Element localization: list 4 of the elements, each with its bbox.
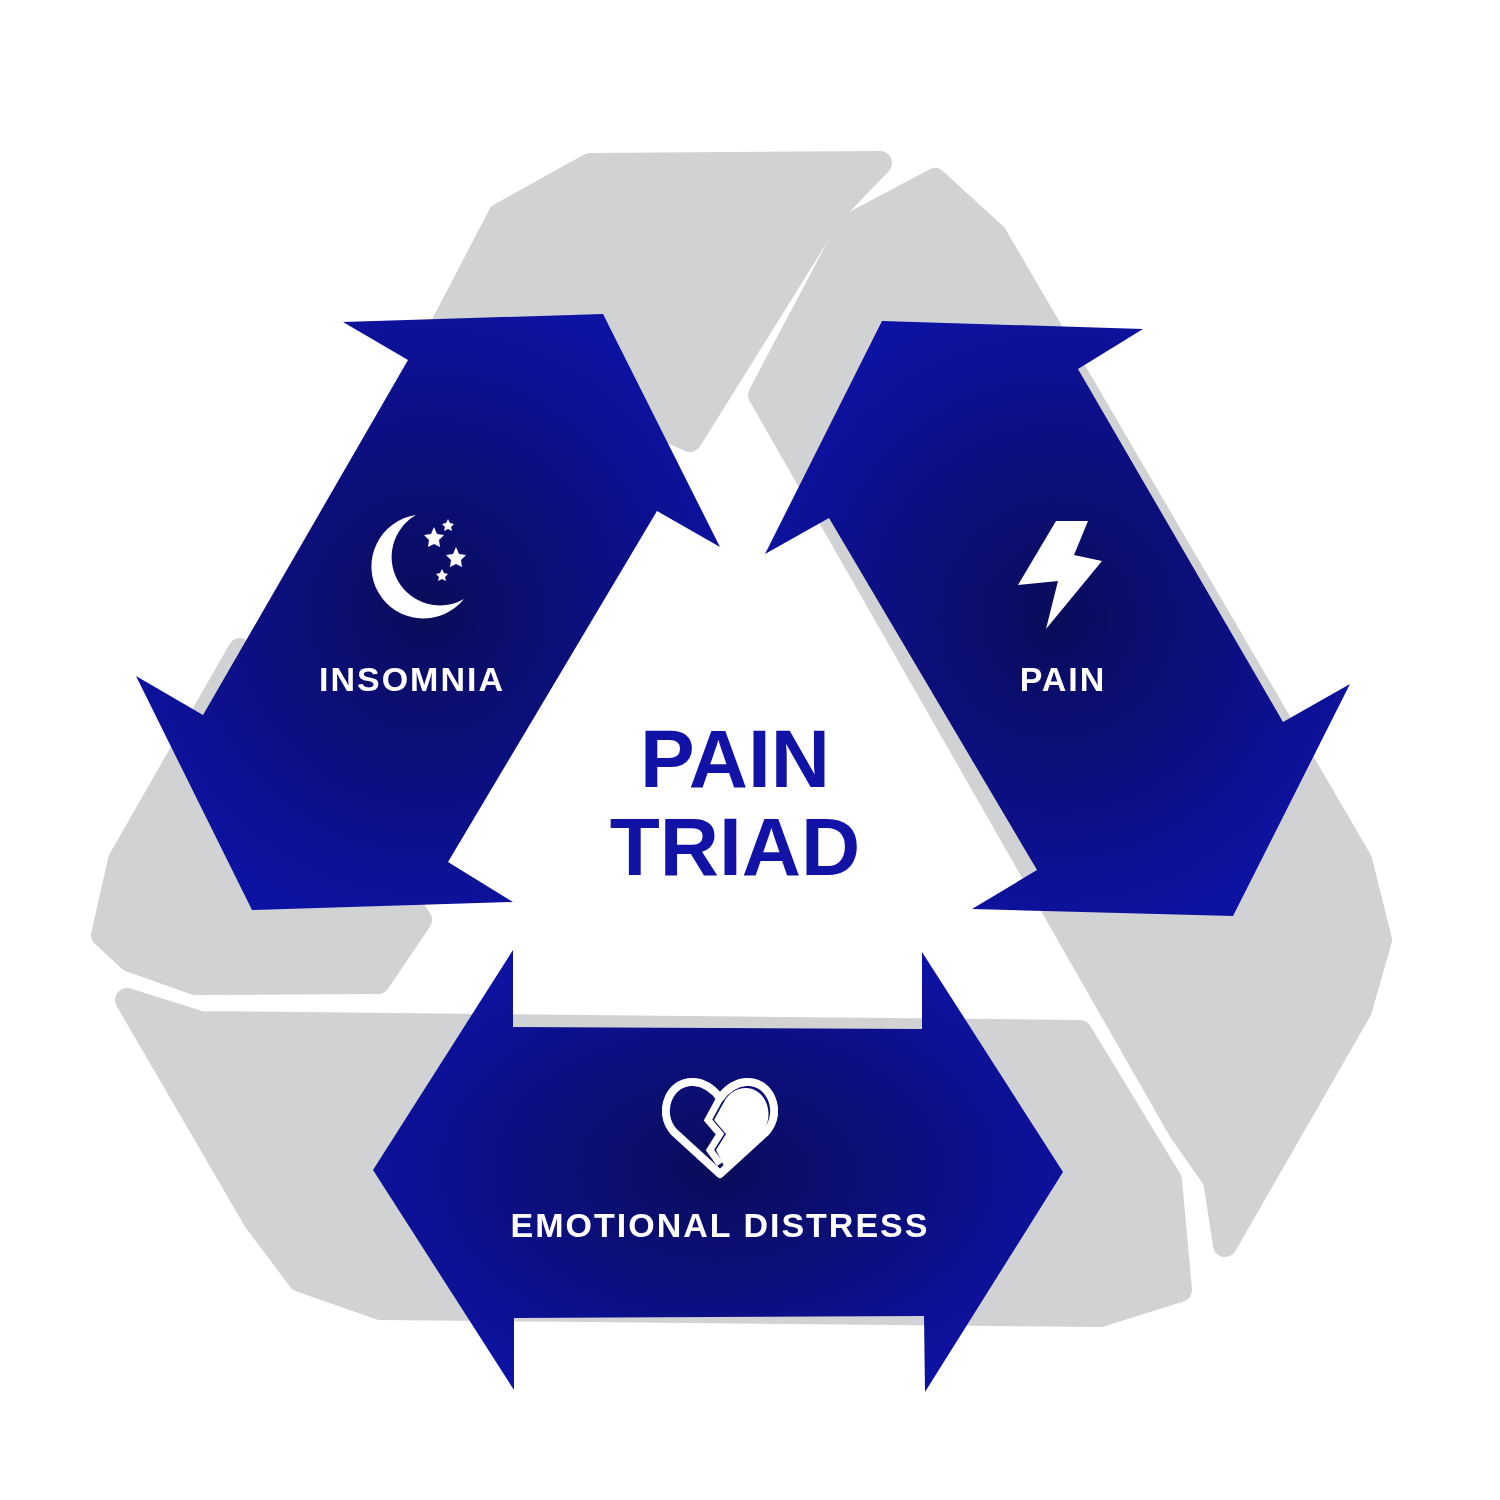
center-title: PAIN TRIAD [560, 715, 910, 891]
arrow-label: PAIN [1019, 659, 1107, 699]
arrow-label: INSOMNIA [319, 659, 505, 699]
arrow-label: EMOTIONAL DISTRESS [510, 1205, 930, 1245]
